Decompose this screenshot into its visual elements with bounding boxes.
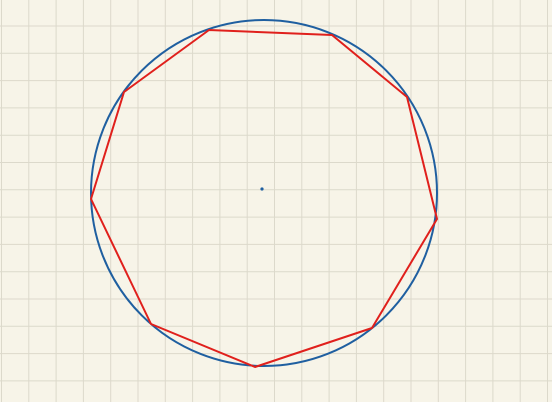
center-point[interactable] xyxy=(260,187,264,191)
inscribed-polygon[interactable] xyxy=(90,29,438,368)
circumscribed-circle[interactable] xyxy=(90,19,438,367)
